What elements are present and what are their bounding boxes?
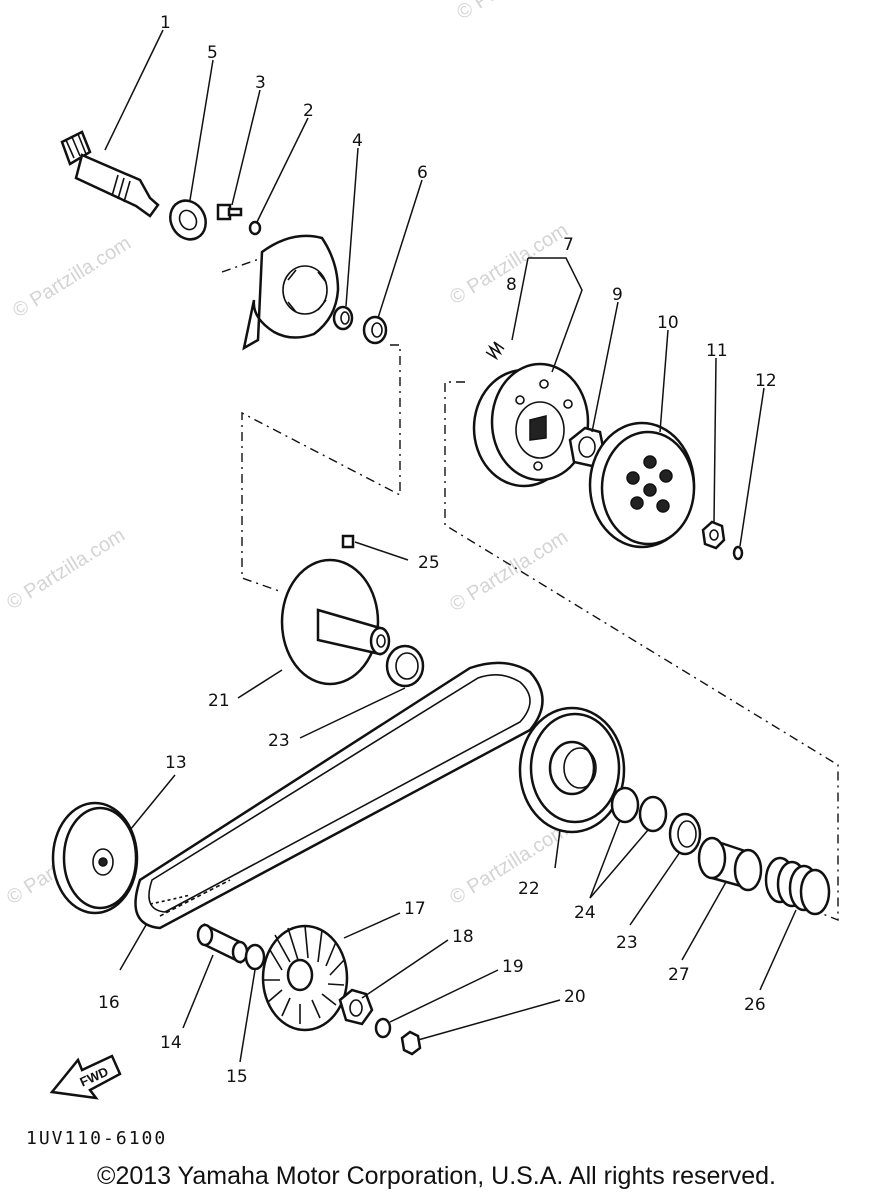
part-20-nut [400,1030,422,1056]
part-2-washer [248,220,262,236]
callout-27: 27 [668,965,690,985]
callout-26: 26 [744,995,766,1015]
callout-16: 16 [98,993,120,1013]
part-8-spring [485,341,505,361]
callout-22: 22 [518,879,540,899]
callout-3: 3 [255,73,266,93]
part-19-washer [374,1017,392,1039]
assembly-lines [221,257,839,922]
part-23-collar [385,644,425,688]
part-7-clutch-carrier [472,362,590,488]
part-6-seal [362,315,388,345]
watermark: © Partzilla.com [453,0,579,24]
part-14-collar [196,923,249,964]
watermark: © Partzilla.com [9,232,135,322]
callout-14: 14 [160,1033,182,1053]
part-15-washer [244,943,266,971]
part-5-bearing [169,199,207,241]
callout-25: 25 [418,553,440,573]
callouts: 1 5 3 2 4 6 7 8 9 10 11 12 25 21 23 13 2… [98,13,777,1087]
watermark: © Partzilla.com [446,819,572,909]
callout-23: 23 [268,731,290,751]
callout-24: 24 [574,903,596,923]
part-21-sheave [280,558,391,686]
part-16-v-belt [134,661,544,930]
crankcase-outline [242,234,340,351]
callout-10: 10 [657,313,679,333]
callout-18: 18 [452,927,474,947]
watermark: © Partzilla.com [446,526,572,616]
callout-13: 13 [165,753,187,773]
callout-8: 8 [506,275,517,295]
diagram-code: 1UV110-6100 [26,1128,167,1149]
callout-19: 19 [502,957,524,977]
part-26-spring [764,856,831,916]
leader-lines [104,29,797,1063]
part-3-bolt [216,203,243,221]
callout-15: 15 [226,1067,248,1087]
part-23-seal [668,812,702,856]
part-4-oil-seal [332,305,354,331]
part-25-pin [341,534,355,549]
part-13-sheave [51,801,139,915]
part-27-guide [697,836,763,892]
watermark: © Partzilla.com [3,524,129,614]
callout-1: 1 [160,13,171,33]
part-12-washer [732,545,744,561]
callout-20: 20 [564,987,586,1007]
callout-2: 2 [303,101,314,121]
callout-6: 6 [417,163,428,183]
part-1-shaft [60,130,160,218]
callout-7: 7 [563,235,574,255]
callout-12: 12 [755,371,777,391]
callout-9: 9 [612,285,623,305]
watermark: © Partzilla.com [446,219,572,309]
part-11-nut [701,520,726,550]
part-10-clutch-housing [588,421,696,549]
part-24-o-rings [610,786,668,833]
callout-5: 5 [207,43,218,63]
copyright-notice: ©2013 Yamaha Motor Corporation, U.S.A. A… [97,1162,776,1190]
callout-17: 17 [404,899,426,919]
callout-23b: 23 [616,933,638,953]
part-22-sliding-sheave [518,706,626,834]
part-18-cam [338,988,374,1026]
callout-11: 11 [706,341,728,361]
part-17-movable-sheave [261,924,349,1032]
callout-21: 21 [208,691,230,711]
fwd-arrow-icon: FWD [49,1054,122,1100]
callout-4: 4 [352,131,363,151]
